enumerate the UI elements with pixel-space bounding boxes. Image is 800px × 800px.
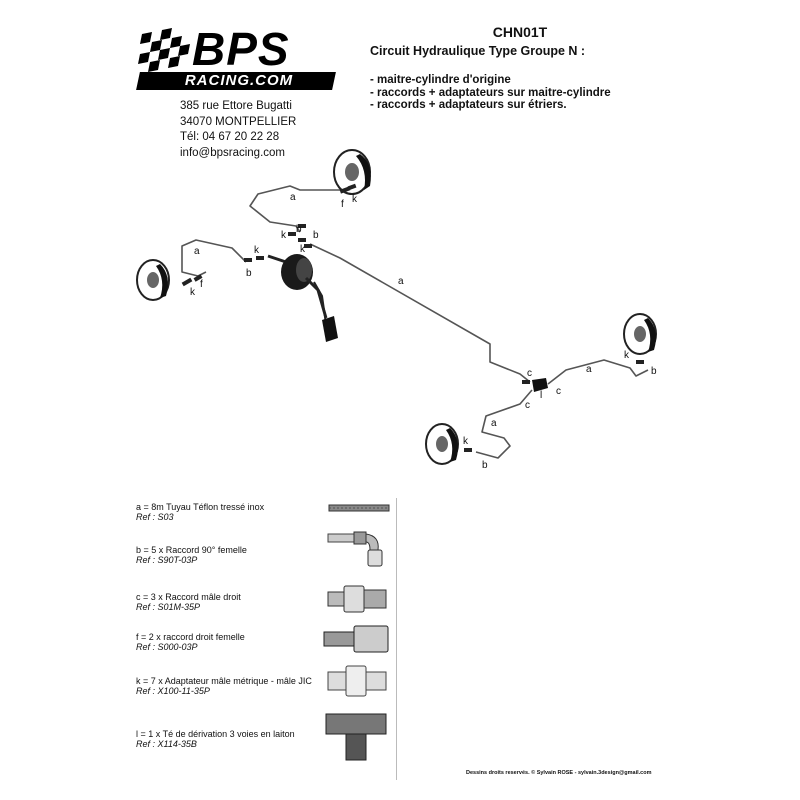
part-ref: Ref : S000-03P	[136, 642, 198, 652]
diagram-label: c	[525, 400, 530, 411]
part-c: c = 3 x Raccord mâle droit Ref : S01M-35…	[136, 592, 241, 612]
diagram-label: l	[540, 390, 542, 401]
brake-disc-right	[623, 313, 657, 355]
tee-fitting-icon	[325, 713, 387, 761]
feature-item: - maitre-cylindre d'origine	[370, 74, 511, 86]
diagram-label: b	[482, 460, 488, 471]
part-ref: Ref : X100-11-35P	[136, 686, 210, 696]
address-phone: Tél: 04 67 20 22 28	[180, 131, 280, 143]
address-block: 385 rue Ettore Bugatti 34070 MONTPELLIER…	[180, 99, 296, 161]
adapter-icon	[327, 665, 387, 697]
master-cylinder	[267, 254, 338, 342]
fittings	[181, 183, 644, 452]
diagram-label: b	[313, 230, 319, 241]
part-a: a = 8m Tuyau Téflon tressé inox Ref : S0…	[136, 502, 264, 522]
male-fitting-icon	[327, 585, 387, 613]
bps-racing-logo: BPS RACING.COM	[136, 24, 336, 90]
product-header: CHN01T Circuit Hydraulique Type Groupe N…	[370, 24, 660, 112]
part-desc: a = 8m Tuyau Téflon tressé inox	[136, 502, 265, 512]
part-ref: Ref : X114-35B	[136, 739, 197, 749]
part-f: f = 2 x raccord droit femelle Ref : S000…	[136, 632, 245, 652]
brake-lines	[181, 185, 649, 459]
feature-item: - raccords + adaptateurs sur étriers.	[370, 99, 567, 111]
diagram-label: f	[341, 199, 344, 210]
part-k: k = 7 x Adaptateur mâle métrique - mâle …	[136, 676, 312, 696]
address-street: 385 rue Ettore Bugatti	[180, 100, 292, 112]
diagram-label: a	[194, 246, 200, 257]
address-email: info@bpsracing.com	[180, 146, 285, 159]
feature-list: - maitre-cylindre d'origine - raccords +…	[370, 74, 660, 112]
part-desc: f = 2 x raccord droit femelle	[136, 632, 245, 642]
diagram-labels: a f k k b k b a b k k f a c c c l a k b …	[190, 192, 657, 471]
brake-disc-front-left	[333, 149, 371, 195]
diagram-label: b	[296, 224, 302, 235]
product-title: Circuit Hydraulique Type Groupe N :	[370, 44, 586, 58]
diagram-label: a	[290, 192, 296, 203]
part-l: l = 1 x Té de dérivation 3 voies en lait…	[136, 729, 295, 749]
part-ref: Ref : S03	[136, 512, 174, 522]
copyright-footer: Dessins droits reservés. © Sylvain ROSE …	[466, 770, 652, 776]
diagram-label: k	[352, 194, 358, 205]
diagram-label: b	[246, 268, 252, 279]
diagram-label: b	[651, 366, 657, 377]
part-desc: b = 5 x Raccord 90° femelle	[136, 545, 247, 555]
diagram-label: a	[491, 418, 497, 429]
elbow-fitting-icon	[327, 531, 383, 567]
divider	[396, 498, 397, 780]
hydraulic-circuit-diagram: a f k k b k b a b k k f a c c c l a k b …	[136, 149, 657, 471]
diagram-label: k	[281, 230, 287, 241]
part-desc: c = 3 x Raccord mâle droit	[136, 592, 241, 602]
diagram-label: a	[586, 364, 592, 375]
diagram-label: c	[527, 368, 532, 379]
product-code: CHN01T	[492, 24, 548, 40]
diagram-label: c	[556, 386, 561, 397]
brand-sub: RACING.COM	[184, 72, 294, 89]
part-desc: k = 7 x Adaptateur mâle métrique - mâle …	[136, 676, 312, 686]
diagram-label: a	[398, 276, 404, 287]
feature-item: - raccords + adaptateurs sur maitre-cyli…	[370, 86, 611, 99]
diagram-label: k	[624, 350, 630, 361]
address-city: 34070 MONTPELLIER	[180, 115, 297, 128]
diagram-label: f	[200, 279, 203, 290]
brake-disc-left	[136, 259, 170, 301]
diagram-label: k	[463, 436, 469, 447]
braided-hose-icon	[328, 504, 390, 512]
brake-disc-rear	[425, 423, 459, 465]
part-desc: l = 1 x Té de dérivation 3 voies en lait…	[136, 729, 295, 739]
part-ref: Ref : S01M-35P	[136, 602, 201, 612]
part-b: b = 5 x Raccord 90° femelle Ref : S90T-0…	[136, 545, 247, 565]
diagram-label: k	[190, 287, 196, 298]
diagram-label: k	[300, 244, 306, 255]
checkered-flag-icon	[138, 28, 190, 72]
diagram-label: k	[254, 245, 260, 256]
part-ref: Ref : S90T-03P	[136, 555, 198, 565]
brand-name: BPS	[192, 23, 290, 75]
female-fitting-icon	[323, 625, 389, 653]
